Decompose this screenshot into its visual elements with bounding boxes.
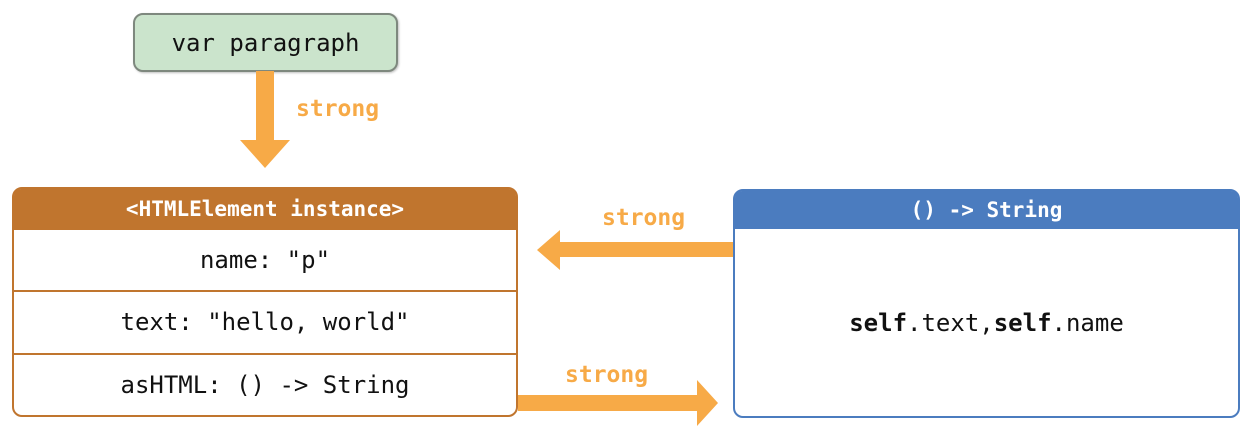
instance-box-title: <HTMLElement instance> [14, 189, 516, 228]
arrow-var-to-instance-head [240, 140, 290, 168]
instance-row-ashtml: asHTML: () -> String [14, 352, 516, 415]
instance-row-text: text: "hello, world" [14, 290, 516, 352]
variable-box-paragraph: var paragraph [133, 13, 398, 72]
closure-capture-self-1: self [849, 308, 908, 337]
closure-capture-self-2: self [993, 308, 1052, 337]
closure-capture-text-prop: .text, [907, 308, 994, 337]
arrow-closure-to-instance-shaft [560, 242, 733, 257]
closure-box-title: () -> String [735, 191, 1238, 229]
strong-label-closure-to-instance: strong [602, 205, 686, 231]
closure-box: () -> String self.text, self.name [733, 189, 1240, 418]
arrow-var-to-instance-shaft [256, 71, 274, 141]
instance-box-htmlelement: <HTMLElement instance> name: "p" text: "… [12, 187, 518, 417]
strong-label-var-to-instance: strong [296, 96, 380, 122]
closure-captures-text: self.text, self.name [735, 229, 1238, 416]
arrow-instance-to-closure-shaft [518, 395, 697, 411]
instance-row-name: name: "p" [14, 228, 516, 290]
arrow-closure-to-instance-head [537, 230, 560, 270]
strong-label-instance-to-closure: strong [565, 362, 649, 388]
arrow-instance-to-closure-head [697, 380, 718, 426]
closure-capture-name-prop: .name [1051, 308, 1124, 337]
variable-label: var paragraph [171, 28, 360, 57]
